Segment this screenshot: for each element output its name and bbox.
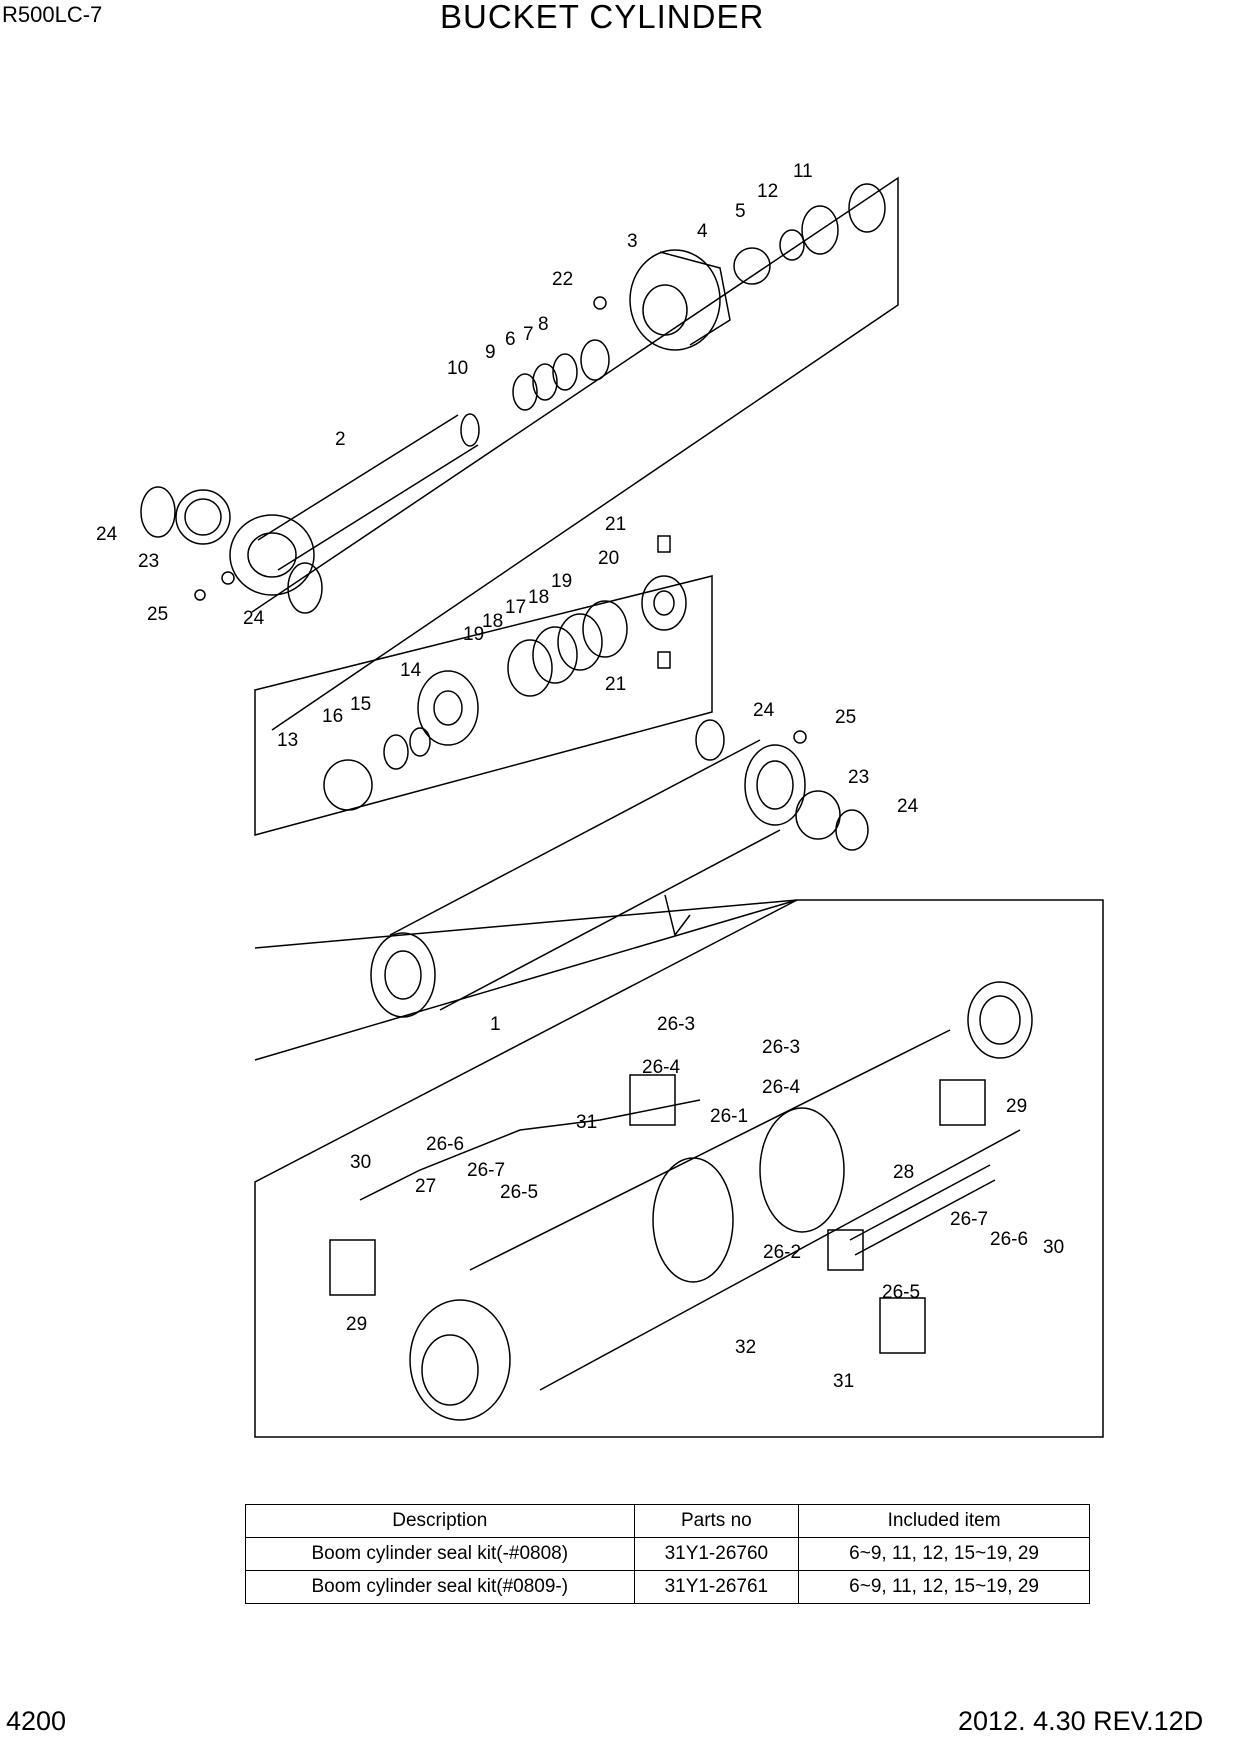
callout-label: 24 xyxy=(243,608,265,629)
callout-label: 19 xyxy=(463,624,484,645)
callout-label: 2 xyxy=(335,429,346,450)
callout-label: 16 xyxy=(322,706,343,727)
callout-label: 13 xyxy=(277,730,298,751)
callout-label: 23 xyxy=(848,767,869,788)
callout-label: 11 xyxy=(793,161,813,182)
callout-label: 25 xyxy=(835,707,856,728)
callout-label: 18 xyxy=(528,587,549,608)
group-frames xyxy=(251,176,1104,1438)
callout-label: 26-7 xyxy=(467,1160,505,1181)
callout-label: 26-7 xyxy=(950,1209,988,1230)
table-header-row: Description Parts no Included item xyxy=(245,1504,1090,1538)
callout-label: 8 xyxy=(538,314,549,335)
table-row: Boom cylinder seal kit(#0809-) 31Y1-2676… xyxy=(245,1570,1090,1604)
callout-label: 27 xyxy=(415,1176,436,1197)
model-name: R500LC-7 xyxy=(2,2,103,27)
callout-label: 6 xyxy=(505,329,516,350)
callout-label: 15 xyxy=(350,694,371,715)
callout-label: 21 xyxy=(605,674,626,695)
callout-label: 5 xyxy=(735,201,746,222)
callout-label: 32 xyxy=(735,1337,756,1358)
assembled-cylinder xyxy=(329,981,1033,1421)
cell-description: Boom cylinder seal kit(-#0808) xyxy=(245,1537,635,1571)
rod-assembly xyxy=(140,413,480,614)
cell-description: Boom cylinder seal kit(#0809-) xyxy=(245,1570,635,1604)
callout-label: 24 xyxy=(897,796,919,817)
callout-label: 31 xyxy=(833,1371,854,1392)
callout-label: 29 xyxy=(346,1314,367,1335)
cell-included-item: 6~9, 11, 12, 15~19, 29 xyxy=(798,1570,1090,1604)
page-title: BUCKET CYLINDER xyxy=(440,0,765,35)
page-number: 4200 xyxy=(6,1706,67,1736)
column-header-parts-no: Parts no xyxy=(633,1504,800,1538)
callout-label: 7 xyxy=(523,324,534,345)
callout-label: 28 xyxy=(893,1162,914,1183)
callout-label: 30 xyxy=(1043,1237,1064,1258)
seal-kit-table: Description Parts no Included item Boom … xyxy=(245,1504,1090,1604)
callout-label: 26-1 xyxy=(710,1106,748,1127)
callout-label: 26-4 xyxy=(642,1057,680,1078)
cylinder-tube xyxy=(370,719,869,1018)
callout-label: 17 xyxy=(505,597,526,618)
revision-date: 2012. 4.30 REV.12D xyxy=(958,1706,1204,1736)
callout-label: 30 xyxy=(350,1152,371,1173)
gland-assembly xyxy=(512,183,886,411)
callout-label: 29 xyxy=(1006,1096,1027,1117)
callout-label: 21 xyxy=(605,514,626,535)
callout-label: 24 xyxy=(753,700,775,721)
callout-label: 26-5 xyxy=(500,1182,538,1203)
callout-label: 23 xyxy=(138,551,159,572)
cell-included-item: 6~9, 11, 12, 15~19, 29 xyxy=(798,1537,1090,1571)
callout-label: 20 xyxy=(598,548,619,569)
callout-label: 26-5 xyxy=(882,1282,920,1303)
callout-label: 31 xyxy=(576,1112,597,1133)
callout-label: 10 xyxy=(447,358,468,379)
callout-label: 1 xyxy=(490,1014,501,1035)
callout-label: 26-3 xyxy=(762,1037,800,1058)
callout-label: 22 xyxy=(552,269,573,290)
callout-label: 26-6 xyxy=(990,1229,1028,1250)
callout-label: 24 xyxy=(96,524,118,545)
callout-label: 26-3 xyxy=(657,1014,695,1035)
callout-label: 12 xyxy=(757,181,778,202)
callout-label: 14 xyxy=(400,660,422,681)
callout-label: 9 xyxy=(485,342,496,363)
callout-label: 3 xyxy=(627,231,638,252)
callout-label: 25 xyxy=(147,604,168,625)
callout-label: 4 xyxy=(697,221,708,242)
callout-label: 26-2 xyxy=(763,1242,801,1263)
column-header-included-item: Included item xyxy=(798,1504,1090,1538)
cell-parts-no: 31Y1-26761 xyxy=(633,1570,800,1604)
callout-label: 18 xyxy=(482,611,503,632)
callout-labels: 1 2 3 4 5 6 7 8 9 10 11 12 13 14 15 16 1… xyxy=(96,161,1064,1392)
column-header-description: Description xyxy=(245,1504,635,1538)
callout-label: 26-4 xyxy=(762,1077,800,1098)
piston-assembly xyxy=(323,535,687,811)
table-row: Boom cylinder seal kit(-#0808) 31Y1-2676… xyxy=(245,1537,1090,1571)
cell-parts-no: 31Y1-26760 xyxy=(633,1537,800,1571)
callout-label: 26-6 xyxy=(426,1134,464,1155)
callout-label: 19 xyxy=(551,571,572,592)
